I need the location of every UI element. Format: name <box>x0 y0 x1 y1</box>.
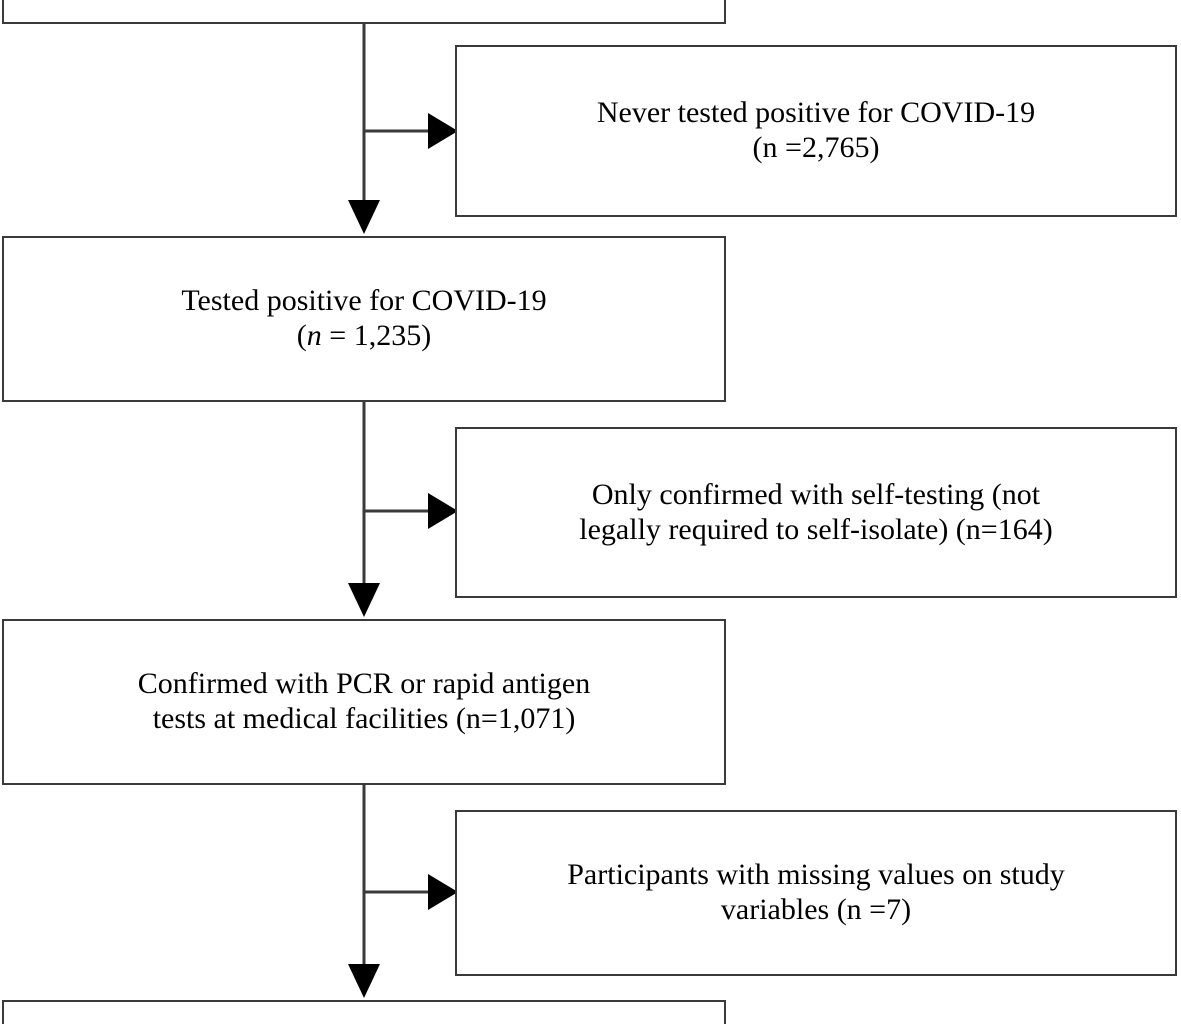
missing-values-line1: Participants with missing values on stud… <box>567 858 1065 892</box>
never-tested-positive-count: (n =2,765) <box>752 131 880 164</box>
tested-positive-count-symbol: n <box>306 319 322 352</box>
tested-positive-label: Tested positive for COVID-19(n = 1,235) <box>14 284 714 354</box>
never-tested-positive-label: Never tested positive for COVID-19(n =2,… <box>467 96 1165 166</box>
connector-pcr-to-missing <box>364 874 458 910</box>
missing-values-line2: variables (n =7) <box>720 893 912 926</box>
connector-source-to-tested <box>348 22 380 234</box>
tested-positive-box: Tested positive for COVID-19(n = 1,235) <box>2 236 726 402</box>
missing-values-label: Participants with missing values on stud… <box>467 858 1165 928</box>
connector-source-to-never-tested <box>364 113 458 149</box>
tested-positive-count-prefix: ( <box>296 319 307 352</box>
confirmed-pcr-line2: tests at medical facilities (n=1,071) <box>152 702 576 735</box>
connector-tested-to-self-testing <box>364 493 458 529</box>
connector-tested-to-pcr <box>348 402 380 617</box>
never-tested-positive-box: Never tested positive for COVID-19(n =2,… <box>455 45 1177 217</box>
confirmed-pcr-line1: Confirmed with PCR or rapid antigen <box>137 667 591 701</box>
self-testing-only-line1: Only confirmed with self-testing (not <box>591 477 1041 511</box>
tested-positive-count-value: = 1,235) <box>321 319 432 352</box>
analytic-sample-box <box>2 1000 726 1024</box>
tested-positive-line1: Tested positive for COVID-19 <box>181 284 547 318</box>
never-tested-positive-line1: Never tested positive for COVID-19 <box>596 96 1036 130</box>
connector-pcr-to-final <box>348 785 380 998</box>
self-testing-only-line2: legally required to self-isolate) (n=164… <box>579 512 1053 546</box>
source-cohort-box <box>2 0 726 24</box>
missing-values-box: Participants with missing values on stud… <box>455 810 1177 976</box>
